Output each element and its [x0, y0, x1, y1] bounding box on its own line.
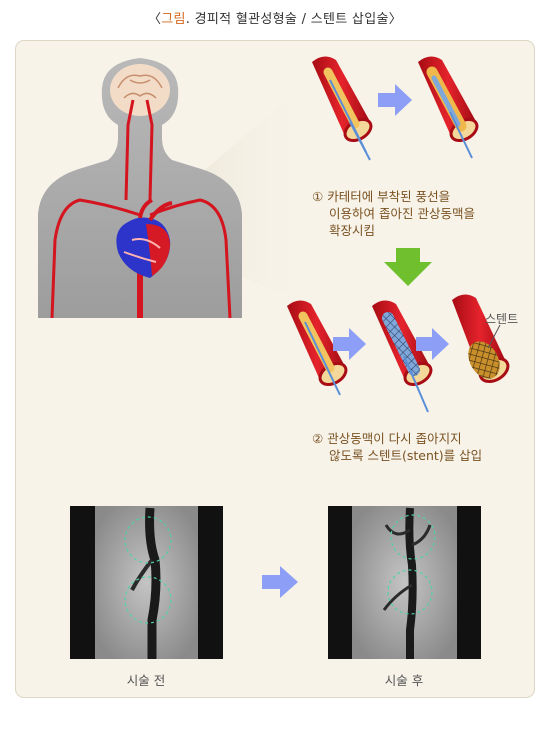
vessel-step1-after [418, 56, 479, 159]
vessel-step1-before [312, 56, 373, 161]
photo-label-before: 시술 전 [126, 673, 166, 688]
step1-line1: 카테터에 부착된 풍선을 [327, 189, 451, 204]
title-accent: 그림 [161, 12, 186, 27]
step1-line2: 이용하여 좁아진 관상동맥을 [329, 206, 475, 221]
stent-label-leader [487, 324, 501, 349]
title-bracket-close: 〉 [388, 12, 403, 27]
stent-label: 스텐트 [485, 312, 518, 326]
human-body-illustration [38, 58, 242, 319]
arrow-right-icon [333, 328, 366, 360]
figure-title: 〈그림. 경피적 혈관성형술 / 스텐트 삽입술〉 [0, 8, 550, 27]
step1-number: ① [312, 189, 324, 204]
title-bracket-open: 〈 [147, 12, 162, 27]
arrow-right-icon [262, 566, 298, 598]
step2-line2: 않도록 스텐트(stent)를 삽입 [329, 448, 483, 463]
xray-before [70, 506, 223, 659]
arrow-down-icon [384, 248, 432, 286]
heart-icon [116, 198, 173, 278]
step1-caption: ① 카테터에 부착된 풍선을 이용하여 좁아진 관상동맥을 확장시킴 [312, 188, 475, 239]
vessel-step2-balloon [287, 300, 348, 396]
xray-after [328, 506, 481, 659]
arrow-right-icon [416, 328, 449, 360]
title-text: . 경피적 혈관성형술 / 스텐트 삽입술 [185, 12, 389, 27]
step2-number: ② [312, 431, 324, 446]
vessel-step2-stent-deploy [372, 300, 433, 413]
vessel-step2-stent-placed [452, 294, 510, 383]
photo-label-after: 시술 후 [384, 673, 424, 688]
step2-caption: ② 관상동맥이 다시 좁아지지 않도록 스텐트(stent)를 삽입 [312, 430, 482, 464]
step1-line3: 확장시킴 [329, 223, 376, 238]
arrow-right-icon [378, 84, 412, 116]
step2-line1: 관상동맥이 다시 좁아지지 [327, 431, 462, 446]
